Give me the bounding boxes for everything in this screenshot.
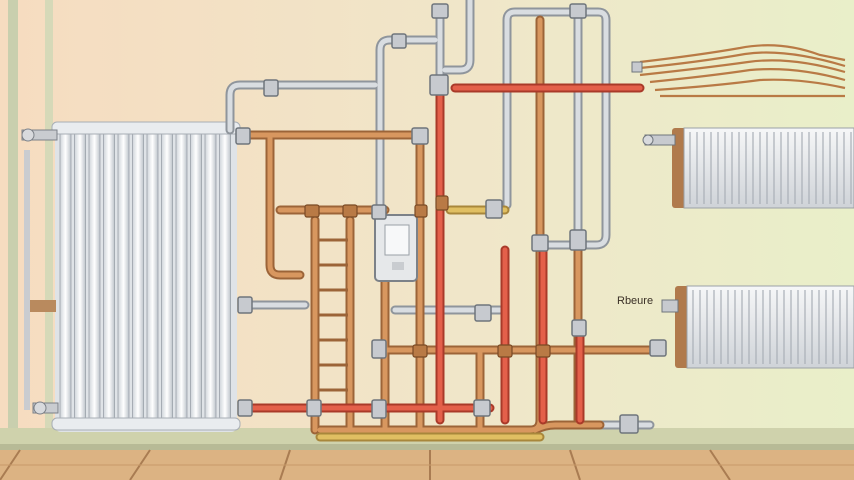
radiator-column xyxy=(175,125,188,429)
panel-radiator-top xyxy=(642,127,854,209)
column-radiator xyxy=(51,121,241,432)
radiator-valve-bottom xyxy=(32,401,59,415)
radiator-column xyxy=(103,125,115,429)
wall-trim xyxy=(8,0,18,440)
radiator-column xyxy=(204,125,217,429)
radiator-column xyxy=(59,125,72,429)
pipe-fittings xyxy=(235,3,667,434)
radiator-column xyxy=(161,125,173,429)
radiator-column xyxy=(132,125,144,429)
radiator-column xyxy=(74,125,86,429)
pressure-label: Rbeure xyxy=(617,295,653,307)
radiator-column xyxy=(117,125,130,429)
radiator-column xyxy=(146,125,159,429)
radiator-valve-top xyxy=(21,128,58,142)
panel-radiator-bottom xyxy=(661,285,854,369)
wooden-floor xyxy=(0,449,854,480)
radiator-column xyxy=(88,125,101,429)
radiator-column xyxy=(219,125,231,429)
control-unit xyxy=(374,214,418,282)
coiled-pipes xyxy=(639,44,846,98)
radiator-column xyxy=(190,125,202,429)
pipe-ladder xyxy=(318,238,348,392)
